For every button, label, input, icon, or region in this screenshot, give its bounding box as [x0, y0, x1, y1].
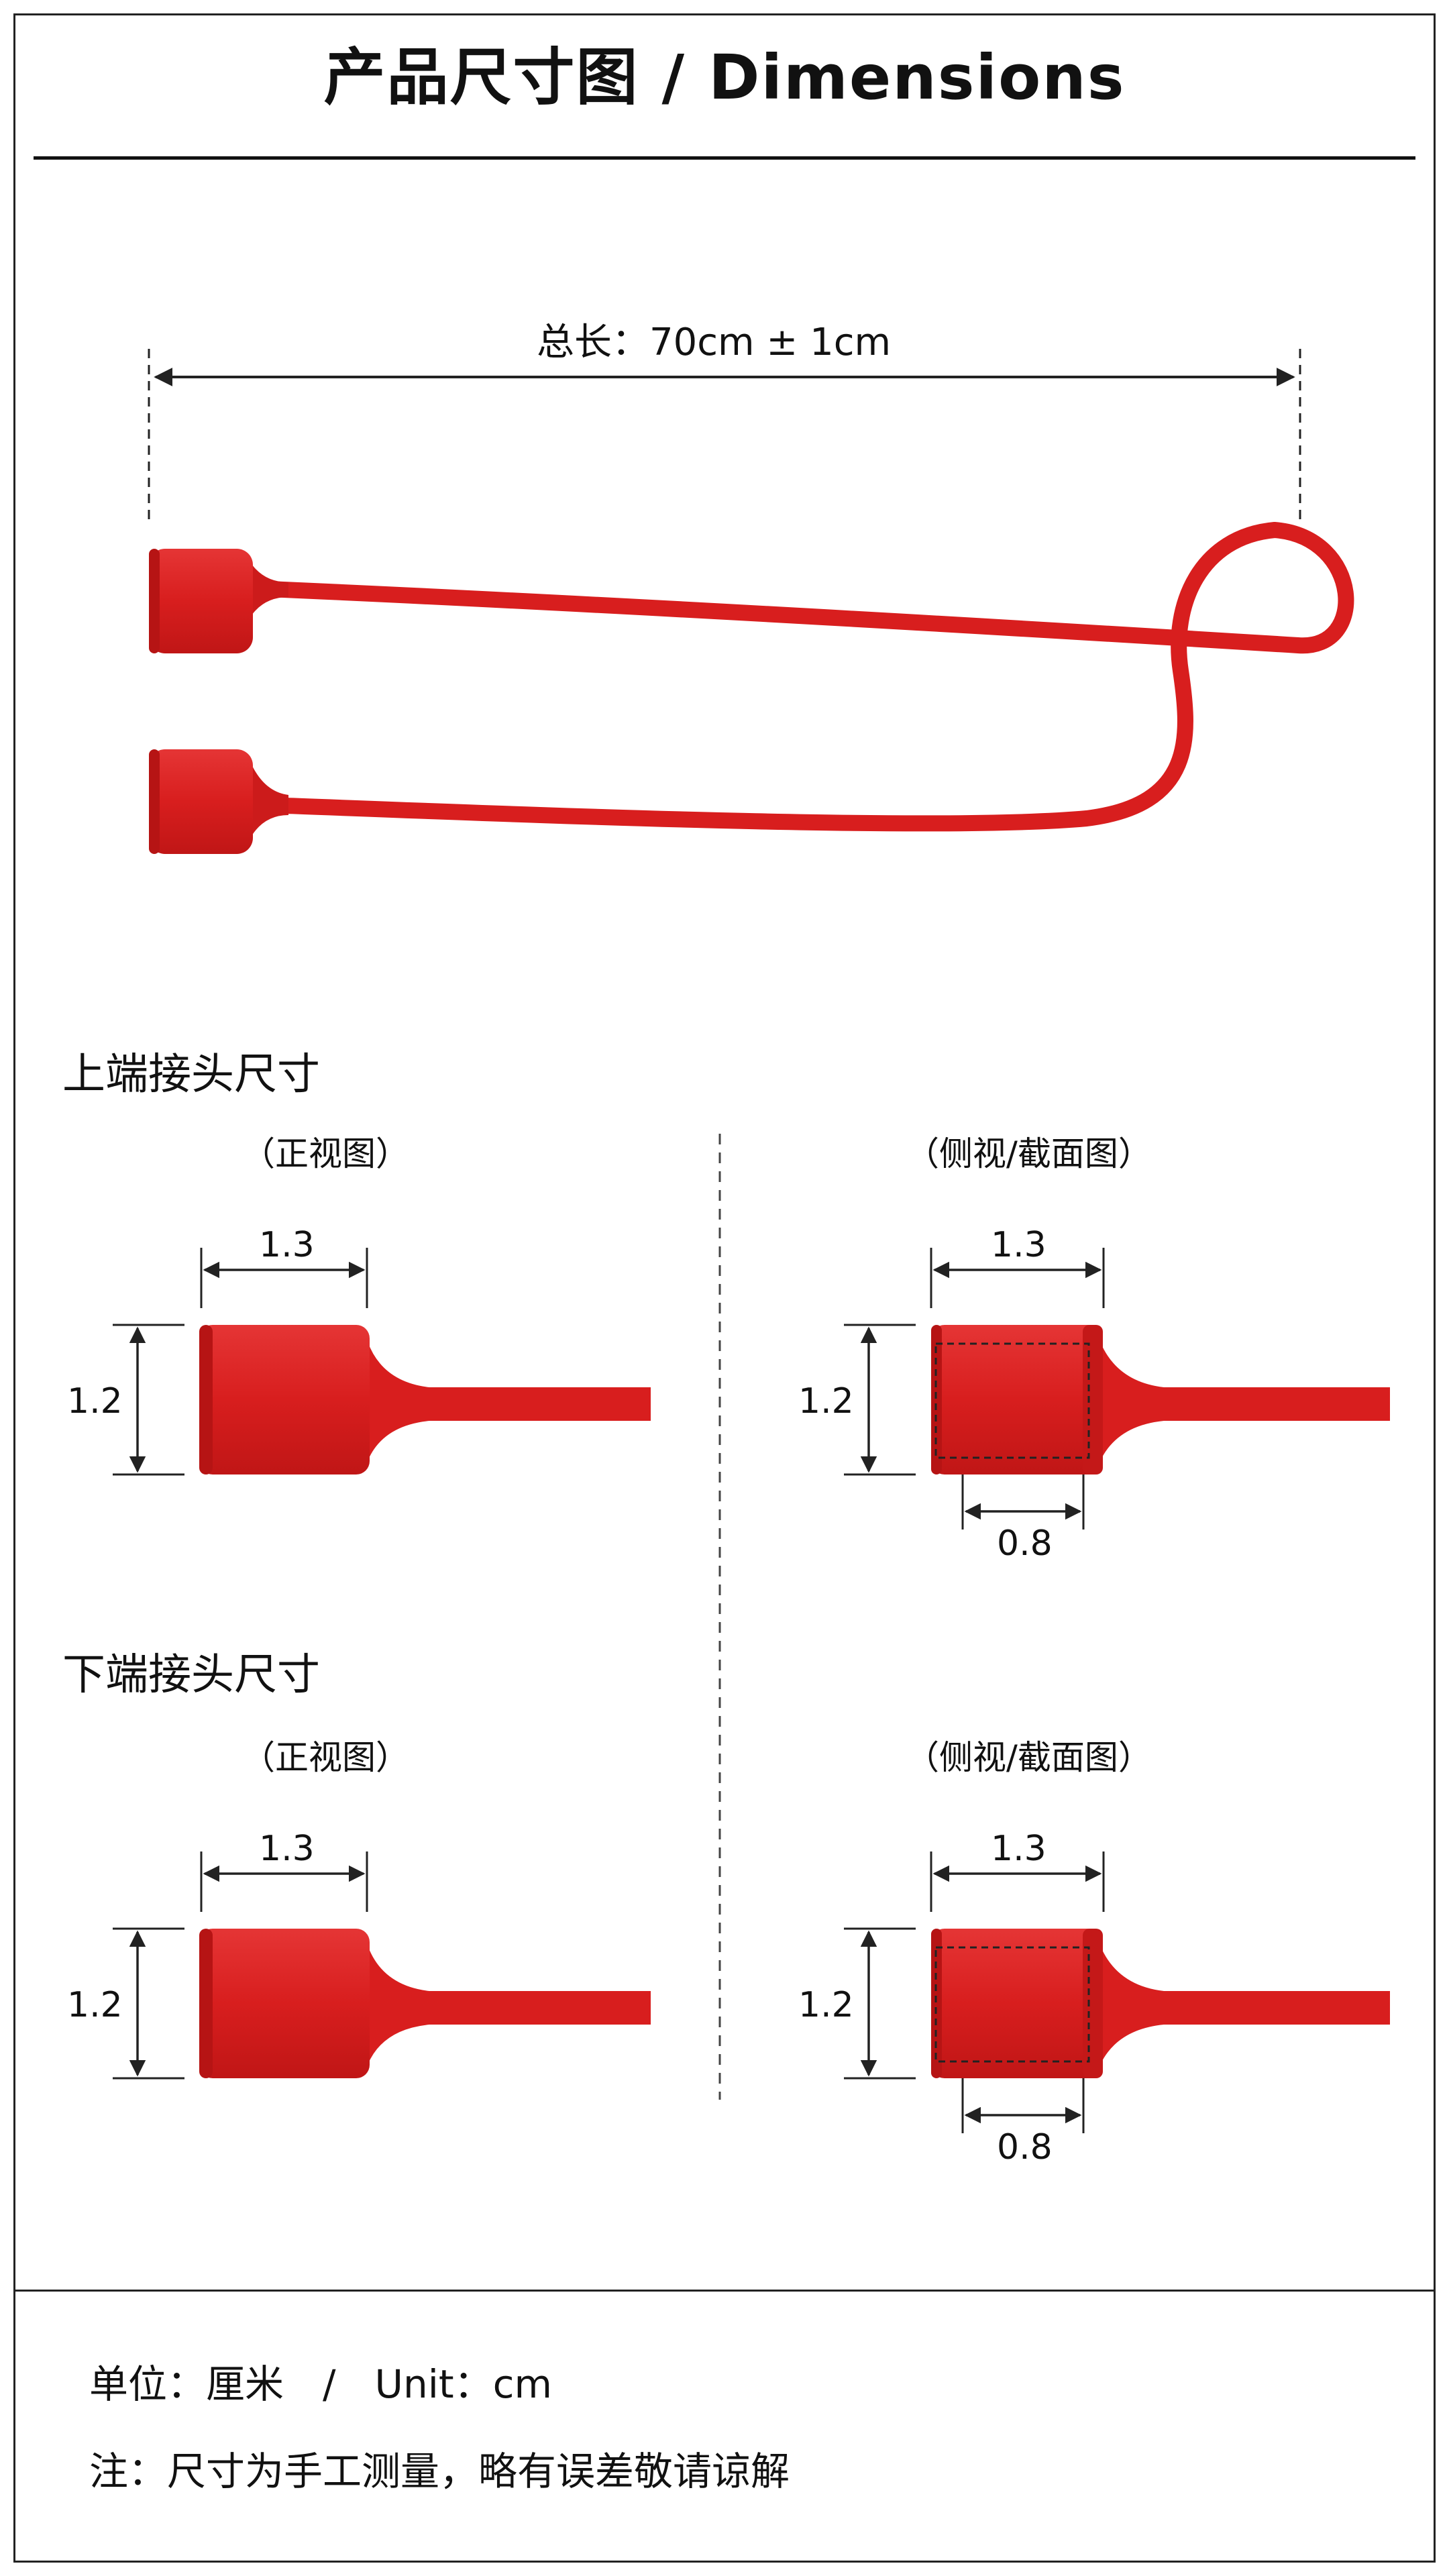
- bottom-side-inner-label: 0.8: [997, 2127, 1053, 2167]
- bottom-side-view: [844, 1851, 1390, 2133]
- top-side-view-label: （侧视/截面图）: [906, 1134, 1152, 1173]
- bottom-side-height-label: 1.2: [798, 1985, 854, 2025]
- bottom-connector-title: 下端接头尺寸: [62, 1650, 320, 1700]
- lower-cap-neck: [248, 757, 288, 842]
- title-divider: [34, 156, 1415, 160]
- lanyard-product: [149, 522, 1354, 854]
- page-frame: [13, 13, 1436, 2563]
- lanyard-cord: [260, 522, 1354, 832]
- bottom-side-width-label: 1.3: [991, 1829, 1046, 1869]
- upper-cap-rim: [149, 549, 160, 653]
- top-front-width-label: 1.3: [259, 1225, 315, 1265]
- top-side-cap: [931, 1325, 1103, 1474]
- bottom-side-inner-cavity: [934, 1946, 1090, 2063]
- unit-note: 单位：厘米 / Unit：cm: [89, 2361, 552, 2407]
- top-side-inner-cavity: [934, 1342, 1090, 1459]
- top-side-cap-band-left: [931, 1325, 942, 1474]
- top-side-inner-label: 0.8: [997, 1523, 1053, 1564]
- upper-cap-neck: [248, 559, 288, 621]
- measurement-disclaimer: 注：尺寸为手工测量，略有误差敬请谅解: [89, 2449, 790, 2494]
- top-connector-title: 上端接头尺寸: [62, 1050, 320, 1099]
- bottom-front-cap-rim: [199, 1929, 213, 2078]
- top-front-height-label: 1.2: [67, 1381, 123, 1421]
- bottom-front-height-label: 1.2: [67, 1985, 123, 2025]
- top-front-view-label: （正视图）: [241, 1134, 409, 1173]
- bottom-front-width-label: 1.3: [259, 1829, 315, 1869]
- page-title: 产品尺寸图 / Dimensions: [323, 42, 1126, 113]
- bottom-side-stem: [1100, 1945, 1390, 2065]
- bottom-front-view-label: （正视图）: [241, 1738, 409, 1777]
- overall-length-label: 总长：70cm ± 1cm: [537, 321, 892, 364]
- top-front-cap-rim: [199, 1325, 213, 1474]
- footer-divider: [13, 2290, 1436, 2292]
- bottom-front-view: [113, 1851, 651, 2080]
- lower-cap: [149, 749, 253, 854]
- top-side-stem: [1100, 1342, 1390, 1461]
- overall-length-dimension: [148, 349, 1301, 520]
- top-front-view: [113, 1248, 651, 1476]
- upper-cap: [149, 549, 253, 653]
- bottom-side-view-label: （侧视/截面图）: [906, 1738, 1152, 1777]
- top-side-width-label: 1.3: [991, 1225, 1046, 1265]
- bottom-side-cap-band-left: [931, 1929, 942, 2078]
- bottom-side-cap-band-right: [1083, 1929, 1103, 2078]
- lower-cap-rim: [149, 749, 160, 854]
- top-side-cap-band-right: [1083, 1325, 1103, 1474]
- top-side-height-label: 1.2: [798, 1381, 854, 1421]
- bottom-front-stem: [368, 1945, 651, 2065]
- top-side-view: [844, 1248, 1390, 1529]
- top-front-stem: [368, 1342, 651, 1461]
- top-front-cap: [199, 1325, 370, 1474]
- bottom-side-cap: [931, 1929, 1103, 2078]
- bottom-front-cap: [199, 1929, 370, 2078]
